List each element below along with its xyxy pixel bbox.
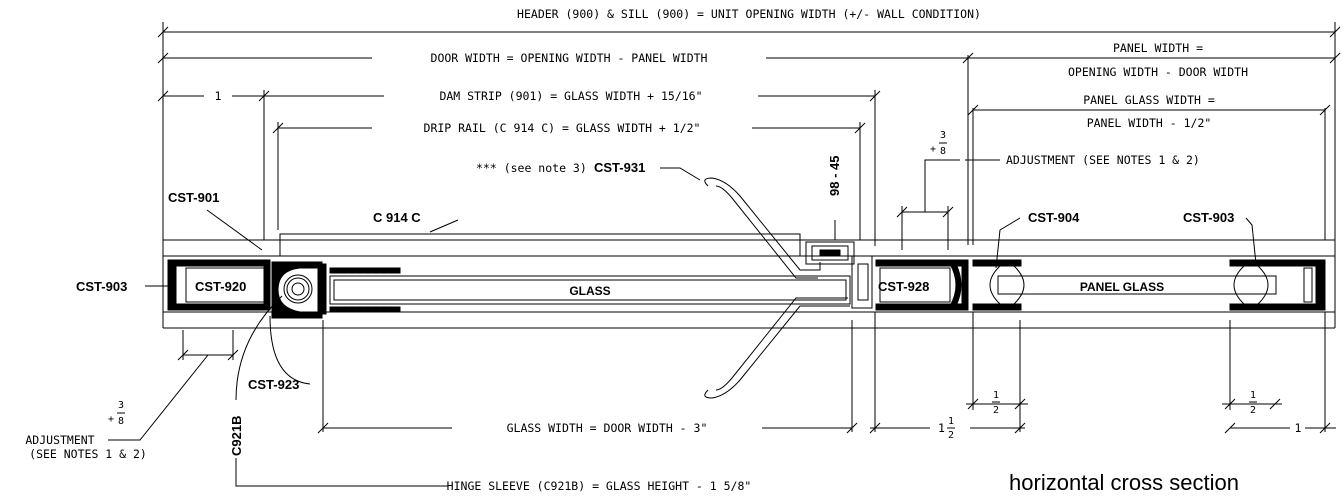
door-stile — [279, 233, 860, 315]
right-offset-dimension: 1 — [1295, 421, 1302, 435]
svg-text:2: 2 — [948, 430, 954, 441]
door-width-dimension: DOOR WIDTH = OPENING WIDTH - PANEL WIDTH — [431, 51, 708, 65]
adjustment-left-line1: ADJUSTMENT — [25, 433, 94, 447]
svg-text:1: 1 — [938, 421, 945, 435]
panel-glass-width-line2: PANEL WIDTH - 1/2" — [1087, 116, 1212, 130]
extension-lines — [162, 22, 1336, 432]
cst-923-label: CST-923 — [248, 377, 299, 392]
gasket-98-45-label: 98 - 45 — [827, 156, 842, 196]
panel-right-half-dimension: 1 2 — [1249, 390, 1257, 416]
drip-rail-dimension: DRIP RAIL (C 914 C) = GLASS WIDTH + 1/2" — [424, 121, 701, 135]
c-914-c-label: C 914 C — [373, 210, 421, 225]
svg-text:2: 2 — [1250, 405, 1256, 416]
cst-904-label: CST-904 — [1028, 210, 1080, 225]
glass-label: GLASS — [569, 284, 610, 298]
panel-left-half-dimension: 1 2 — [992, 390, 1000, 416]
adjustment-right-tolerance: + 3 8 — [930, 130, 947, 157]
interlock — [805, 241, 873, 309]
c921b-label: C921B — [229, 416, 244, 456]
hinge-sleeve-dimension: HINGE SLEEVE (C921B) = GLASS HEIGHT - 1 … — [447, 479, 752, 493]
cst-903-right-label: CST-903 — [1183, 210, 1234, 225]
left-jamb — [167, 259, 271, 311]
svg-text:1: 1 — [993, 390, 999, 401]
center-jamb — [875, 259, 969, 311]
panel-glass-width-line1: PANEL GLASS WIDTH = — [1083, 93, 1215, 107]
svg-text:8: 8 — [940, 146, 946, 157]
drawing-caption: horizontal cross section — [1009, 470, 1239, 495]
cst-903-left-label: CST-903 — [76, 279, 127, 294]
svg-text:1: 1 — [1250, 390, 1256, 401]
svg-text:3: 3 — [118, 400, 124, 411]
adjustment-left-tolerance: + 3 8 — [108, 400, 125, 427]
one-and-half-dimension: 1 1 2 — [938, 416, 955, 441]
glazing-gasket — [329, 267, 401, 313]
adjustment-right-dimension: ADJUSTMENT (SEE NOTES 1 & 2) — [1006, 153, 1200, 167]
glass-width-dimension: GLASS WIDTH = DOOR WIDTH - 3" — [507, 421, 708, 435]
svg-text:+: + — [108, 414, 114, 425]
svg-text:8: 8 — [118, 416, 124, 427]
panel-width-dimension-line2: OPENING WIDTH - DOOR WIDTH — [1068, 65, 1248, 79]
note-3-reference: *** (see note 3) — [476, 161, 587, 175]
cst-901-label: CST-901 — [168, 190, 219, 205]
panel-width-dimension-line1: PANEL WIDTH = — [1113, 41, 1203, 55]
svg-text:+: + — [930, 144, 936, 155]
adjustment-left-line2: (SEE NOTES 1 & 2) — [29, 447, 147, 461]
left-offset-dimension: 1 — [215, 89, 222, 103]
header-sill-dimension: HEADER (900) & SILL (900) = UNIT OPENING… — [517, 7, 981, 21]
cst-920-label: CST-920 — [195, 279, 246, 294]
hinge — [271, 261, 323, 319]
svg-text:3: 3 — [940, 130, 946, 141]
dimension-lines — [108, 26, 1341, 487]
cst-928-label: CST-928 — [878, 279, 929, 294]
svg-text:2: 2 — [993, 405, 999, 416]
panel-glass-label: PANEL GLASS — [1080, 280, 1164, 294]
svg-text:1: 1 — [948, 416, 954, 427]
dam-strip-dimension: DAM STRIP (901) = GLASS WIDTH + 15/16" — [439, 89, 702, 103]
label-leaders — [145, 167, 1257, 401]
handle — [704, 177, 850, 399]
cst-931-label: CST-931 — [594, 160, 645, 175]
